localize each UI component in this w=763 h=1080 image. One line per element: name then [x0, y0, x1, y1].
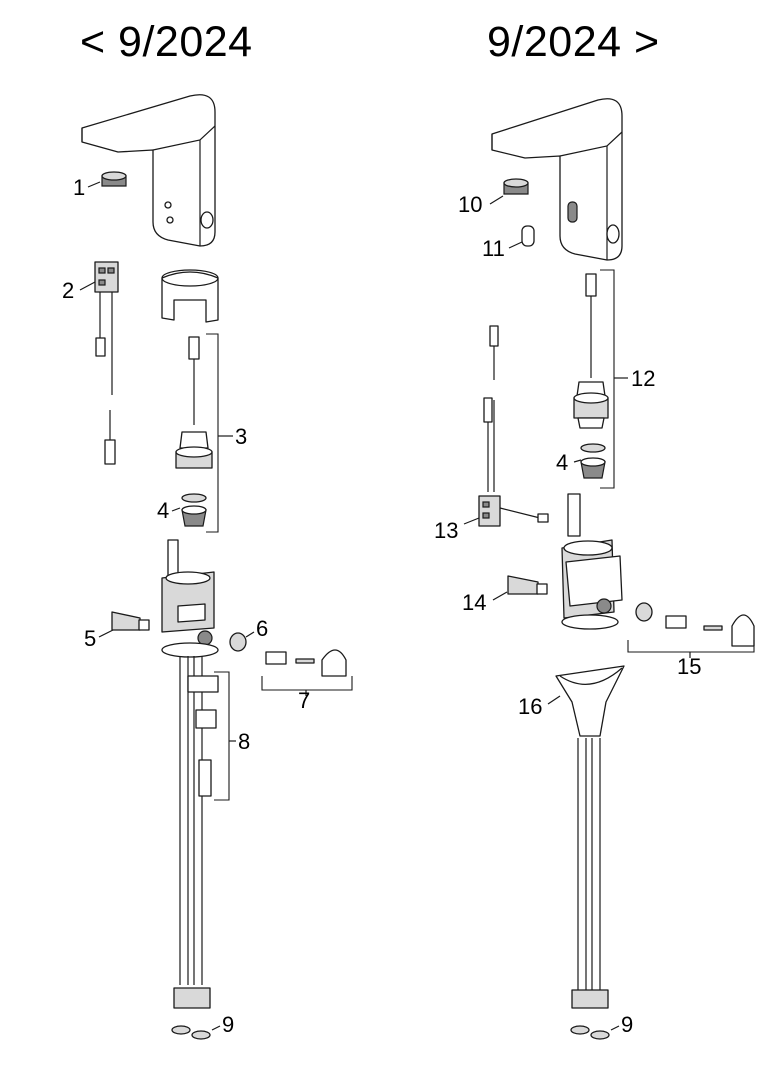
label-11: 11 — [482, 236, 505, 261]
aerator-old — [101, 171, 127, 187]
label-4-right: 4 — [556, 450, 568, 475]
mixer-body-new — [561, 493, 623, 630]
mounting-hardware-new — [635, 602, 755, 647]
mounting-bracket-old — [187, 675, 219, 797]
label-7: 7 — [298, 688, 310, 713]
label-10: 10 — [458, 192, 482, 217]
cartridge-connector-new — [507, 575, 548, 595]
label-12: 12 — [631, 366, 655, 391]
faucet-body-new — [491, 98, 623, 261]
label-8: 8 — [238, 729, 250, 754]
label-9-right: 9 — [621, 1012, 633, 1037]
solenoid-valve-old — [175, 336, 213, 469]
label-16: 16 — [518, 694, 542, 719]
label-13: 13 — [434, 518, 458, 543]
label-14: 14 — [462, 590, 486, 615]
label-2: 2 — [62, 278, 74, 303]
seals-old — [171, 1025, 211, 1040]
mounting-bracket-new — [555, 665, 625, 1009]
sensor-window-new — [521, 225, 535, 247]
label-9-left: 9 — [222, 1012, 234, 1037]
title-from-9-2024: 9/2024 > — [487, 18, 660, 66]
filter-set-new — [580, 443, 606, 479]
label-1: 1 — [73, 175, 85, 200]
seals-new — [570, 1025, 610, 1040]
label-3: 3 — [235, 424, 247, 449]
label-15: 15 — [677, 654, 701, 679]
title-before-9-2024: < 9/2024 — [80, 18, 253, 66]
label-4-left: 4 — [157, 498, 169, 523]
sleeve-old — [161, 269, 219, 323]
faucet-body-old — [81, 94, 216, 247]
solenoid-valve-new — [573, 273, 609, 429]
filter-set-old — [181, 493, 207, 527]
control-box-cable-old — [94, 261, 119, 465]
label-5: 5 — [84, 626, 96, 651]
check-valve-old — [229, 632, 247, 652]
control-box-cable-new — [478, 325, 549, 527]
mounting-hardware-old — [265, 649, 347, 677]
cartridge-connector-old — [111, 611, 150, 631]
aerator-new — [503, 178, 529, 195]
label-6: 6 — [256, 616, 268, 641]
